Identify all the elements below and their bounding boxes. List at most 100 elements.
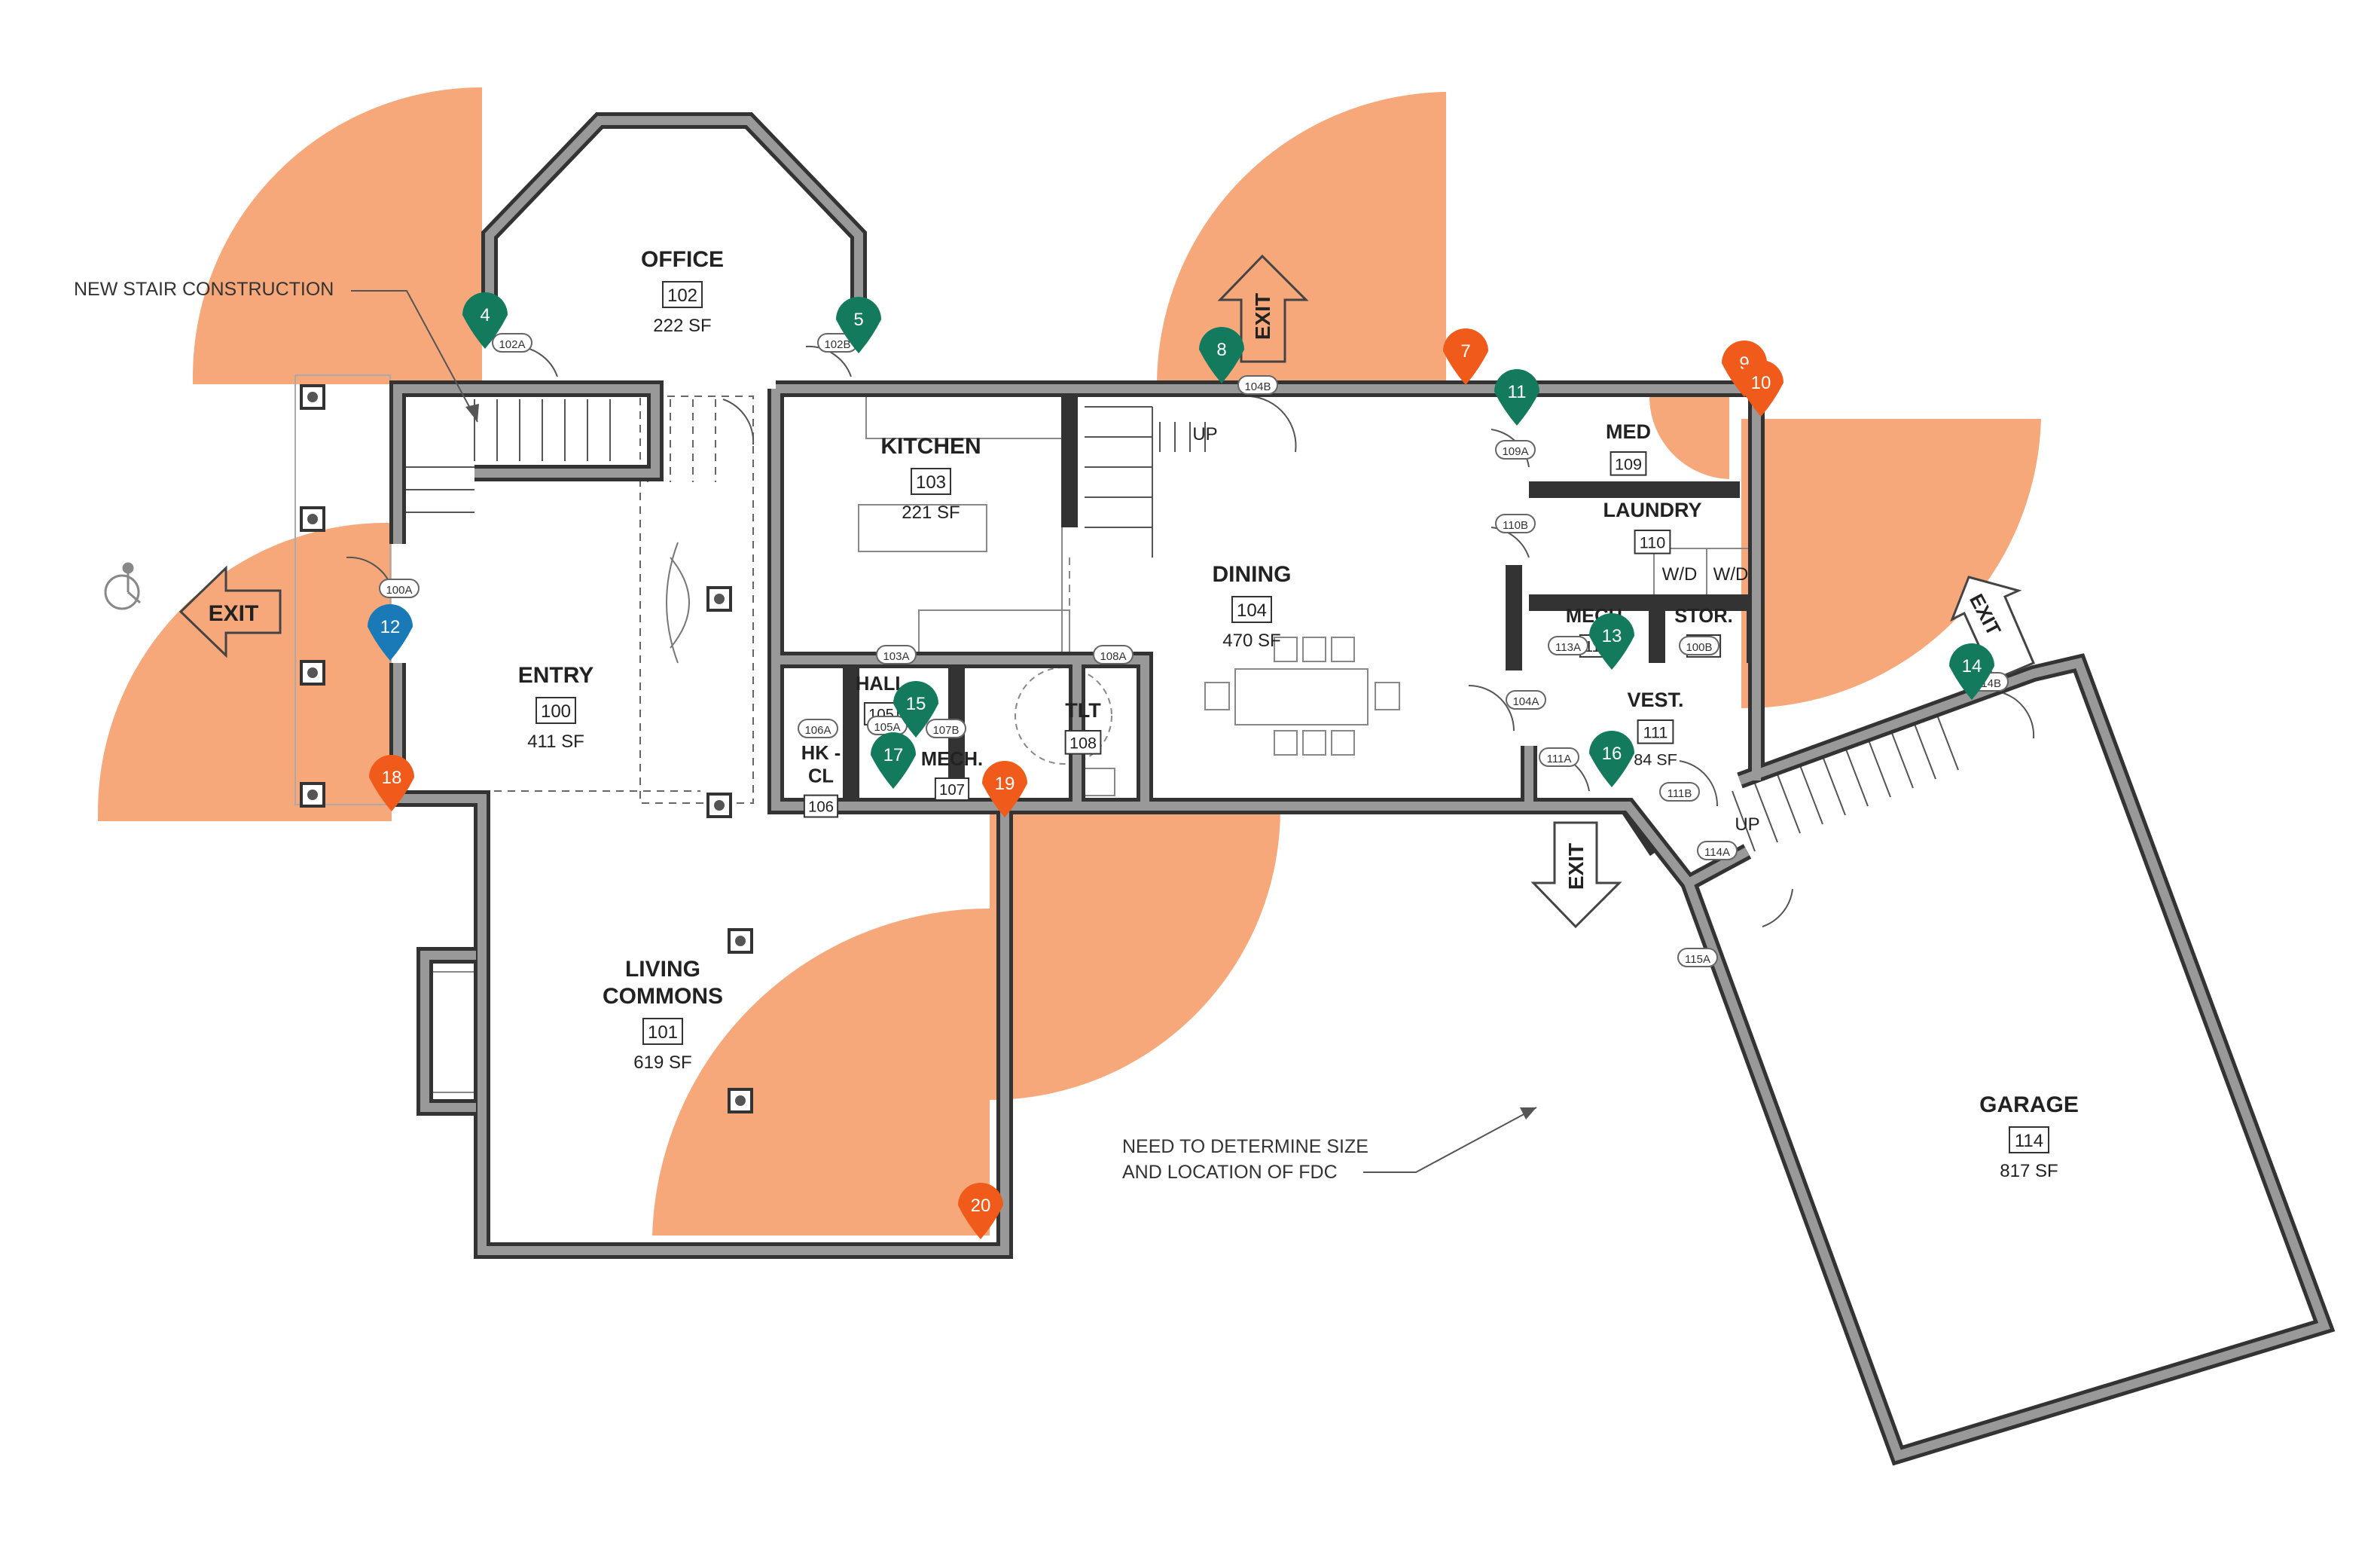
door-tag-label: 109A [1502,445,1528,458]
door-tag-label: 106A [804,724,831,737]
room-name: LAUNDRY [1603,499,1702,521]
marker-pin-11[interactable]: 11 [1494,369,1539,426]
note-fdc-line1: NEED TO DETERMINE SIZE [1122,1136,1368,1157]
marker-pin-shape [871,732,916,789]
marker-pin-10[interactable]: 10 [1738,360,1783,417]
coverage-zone [990,806,1281,1100]
marker-pin-shape [369,755,414,811]
coverage-zone [193,87,482,384]
door-tag: 115A [1677,948,1718,967]
exit-arrow-north: EXIT [1217,254,1309,363]
marker-number: 16 [1602,744,1622,764]
marker-number: 5 [853,310,863,330]
marker-pin-18[interactable]: 18 [369,755,414,811]
room-number-box [934,777,970,801]
marker-pin-20[interactable]: 20 [958,1183,1003,1239]
svg-text:EXIT: EXIT [209,601,259,626]
marker-number: 10 [1751,373,1771,393]
marker-pin-8[interactable]: 8 [1199,327,1244,383]
door-tag-label: 111B [1668,787,1692,800]
marker-pin-shape [1589,613,1634,670]
marker-pin-14[interactable]: 14 [1949,643,1994,700]
marker-pin-17[interactable]: 17 [871,732,916,789]
marker-pin-15[interactable]: 15 [893,681,938,738]
door-tag-label: 110B [1503,519,1528,532]
marker-number: 18 [382,768,402,788]
door-tag: 103A [876,645,917,664]
door-tag: 108A [1093,645,1134,664]
room-number-box [536,697,576,724]
door-tag: 111A [1539,747,1579,767]
door-tag: 104B [1237,375,1278,395]
marker-pin-shape [836,297,881,353]
marker-pin-13[interactable]: 13 [1589,613,1634,670]
room-area: 817 SF [2000,1161,2058,1181]
door-tag-label: 103A [883,650,909,663]
marker-pin-12[interactable]: 12 [368,604,413,661]
marker-number: 17 [883,745,904,765]
door-tag: 100B [1679,636,1719,655]
room-number: 110 [1640,533,1665,551]
room-name: STOR. [1674,606,1732,627]
door-tag: 106A [798,719,838,738]
room-area: 221 SF [902,502,960,523]
note-fdc-line2: AND LOCATION OF FDC [1122,1162,1338,1183]
marker-pin-shape [958,1183,1003,1239]
room-number: 114 [2015,1131,2043,1151]
coverage-zone [1741,419,2041,709]
door-tag-label: 102B [824,338,850,351]
marker-pin-5[interactable]: 5 [836,297,881,353]
door-tag: 100A [379,579,420,598]
marker-pin-shape [982,761,1027,817]
room-name: MED [1606,420,1651,443]
room-number-box [911,468,951,495]
room-number: 106 [808,799,834,816]
room-number-box [1231,596,1272,623]
room-name: COMMONS [603,984,723,1009]
coverage-zone [98,522,392,821]
room-number-box [1064,730,1102,755]
room-number: 108 [1069,733,1097,752]
note-stair: NEW STAIR CONSTRUCTION [74,279,334,300]
room-name: OFFICE [641,247,724,272]
marker-number: 11 [1508,382,1527,402]
room-number: 107 [939,782,965,799]
door-tag-label: 102A [499,338,525,351]
annotations: NEW STAIR CONSTRUCTION NEED TO DETERMINE… [74,279,1537,1183]
door-tag: 110B [1495,514,1536,533]
marker-pin-7[interactable]: 7 [1443,328,1488,385]
door-tag: 104A [1506,690,1546,710]
marker-pin-19[interactable]: 19 [982,761,1027,817]
door-tag-label: 107B [932,724,959,737]
exit-arrow-northeast: EXIT [1950,576,2035,681]
room-name: CL [808,766,834,787]
marker-pin-16[interactable]: 16 [1589,731,1634,787]
marker-pin-4[interactable]: 4 [462,292,508,349]
marker-pin-shape [1199,327,1244,383]
room-name: ENTRY [518,663,594,688]
marker-pin-shape [1494,369,1539,426]
door-tag-label: 100B [1686,641,1712,654]
door-tag-label: 105A [874,721,900,734]
door-tag-label: 115A [1685,953,1710,966]
door-tag: 114A [1697,841,1738,860]
room-name: LIVING [625,957,700,982]
room-label-mech107: MECH.107 [921,749,983,801]
room-name: VEST. [1627,689,1683,711]
dryer-label: W/D [1713,564,1749,585]
door-tag: 107B [926,719,966,738]
room-name: GARAGE [1979,1092,2079,1117]
marker-number: 20 [971,1196,991,1216]
up-label-garage: UP [1735,814,1759,835]
room-name: KITCHEN [880,434,981,459]
door-tag-label: 111A [1547,753,1572,765]
door-tag: 102A [492,333,532,353]
room-number: 102 [667,286,697,306]
door-tag-label: 108A [1100,650,1126,663]
